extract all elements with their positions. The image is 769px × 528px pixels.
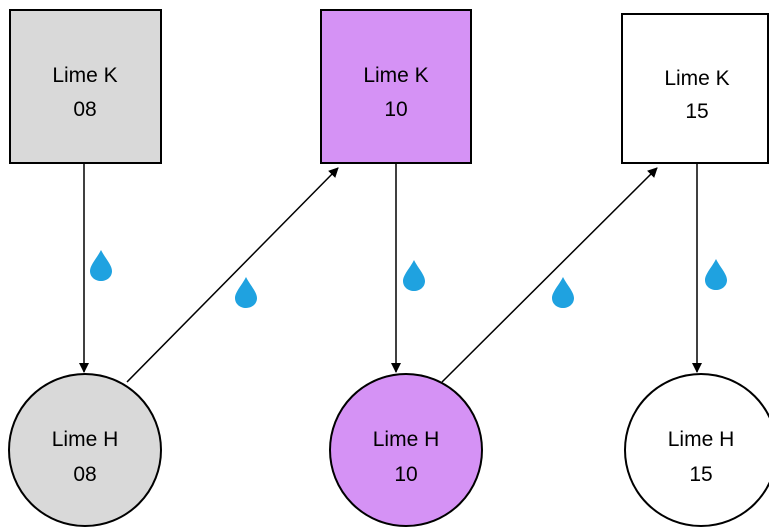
box-label-line1: Lime K (52, 64, 117, 87)
water-drop-icon (403, 260, 425, 291)
circle-label-line2: 15 (689, 463, 712, 486)
box-label-line2: 15 (685, 100, 708, 123)
arrow-h10-to-k15 (441, 167, 658, 383)
water-drop-icon (552, 277, 574, 308)
box-lime-k-15: Lime K 15 (621, 13, 769, 164)
circle-label-line2: 10 (394, 463, 417, 486)
box-lime-k-08: Lime K 08 (9, 9, 162, 164)
water-drop-icon (235, 277, 257, 308)
circle-lime-h-15: Lime H 15 (624, 373, 769, 527)
circle-label-line1: Lime H (52, 428, 119, 451)
box-label-line1: Lime K (664, 67, 729, 90)
circle-lime-h-08: Lime H 08 (8, 373, 162, 527)
circle-lime-h-10: Lime H 10 (329, 373, 483, 527)
water-drop-icon (90, 250, 112, 281)
circle-label-line1: Lime H (668, 428, 735, 451)
box-label-line2: 08 (73, 98, 96, 121)
box-label-line1: Lime K (363, 64, 428, 87)
circle-label-line2: 08 (73, 463, 96, 486)
circle-label-line1: Lime H (373, 428, 440, 451)
arrow-h08-to-k10 (126, 167, 339, 383)
box-label-line2: 10 (384, 98, 407, 121)
box-lime-k-10: Lime K 10 (320, 9, 472, 164)
water-drop-icon (705, 259, 727, 290)
